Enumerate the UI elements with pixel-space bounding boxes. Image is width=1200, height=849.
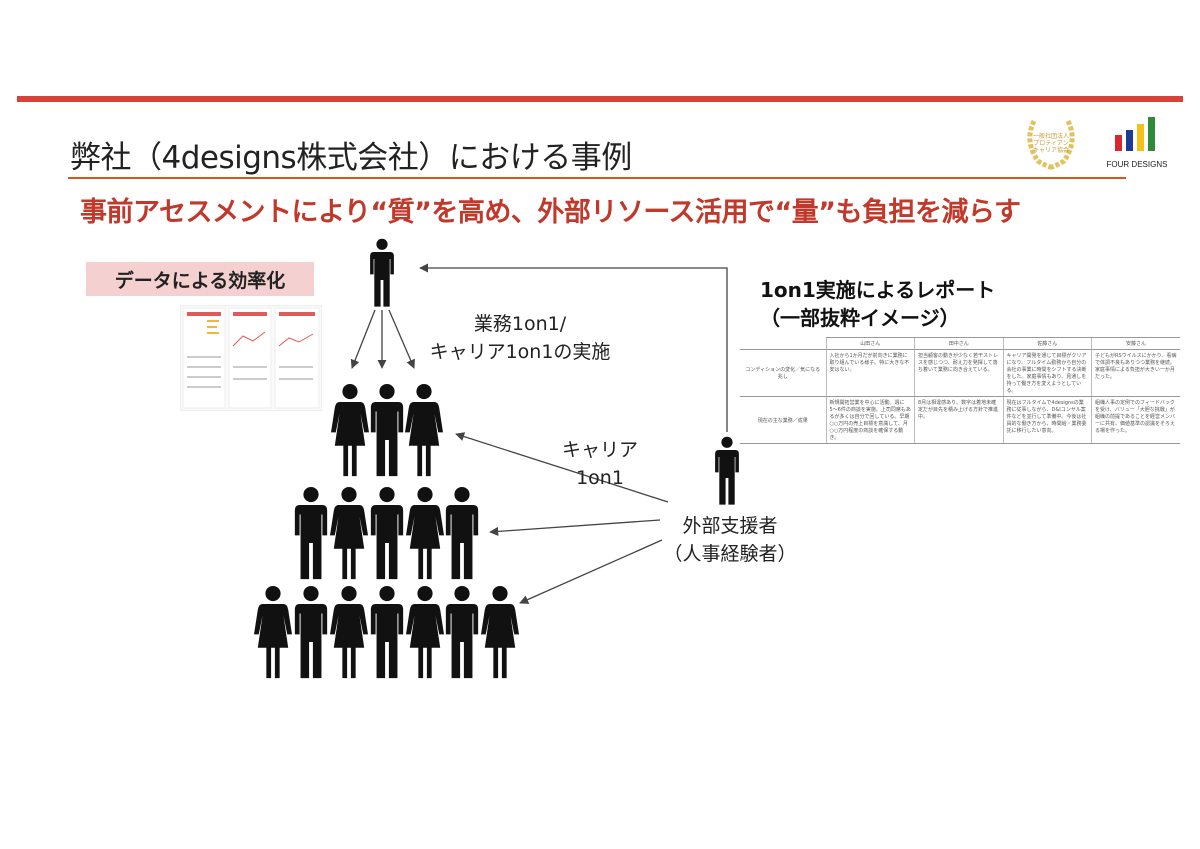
external-supporter-label: 外部支援者 （人事経験者） <box>640 512 820 568</box>
label-line: 外部支援者 <box>682 515 778 537</box>
table-cell: 8月は相違感あり。数字は着地未確定だが目先を積み上げる方針で推進中。 <box>914 396 1003 444</box>
column-header: 佐藤さん <box>1002 337 1092 350</box>
table-row: 現在の主な業務／成果 新規開拓営業を中心に活動。週に5〜6件の商談を実施。上司同… <box>740 396 1180 444</box>
row-label: コンディションの変化／気になる兆し <box>740 349 826 397</box>
team-row-4 <box>254 585 519 679</box>
page-title: 弊社（4designs株式会社）における事例 <box>70 140 632 176</box>
business-1on1-label: 業務1on1/ キャリア1on1の実施 <box>400 310 640 366</box>
report-table: 山田さん 田中さん 佐藤さん 安藤さん コンディションの変化／気になる兆し 入社… <box>740 337 1180 444</box>
protean-career-association-logo-text: 一般社団法人 プロティアン キャリア協会 <box>1033 133 1070 154</box>
four-designs-logo-text: FOUR DESIGNS <box>1107 160 1167 169</box>
row-label: 現在の主な業務／成果 <box>740 396 826 444</box>
report-title-line: 1on1実施によるレポート <box>760 278 996 302</box>
column-header: 山田さん <box>825 337 915 350</box>
column-header: 田中さん <box>914 337 1003 350</box>
table-header-row: 山田さん 田中さん 佐藤さん 安藤さん <box>740 337 1180 350</box>
data-report-thumbnail <box>180 305 322 411</box>
table-row: コンディションの変化／気になる兆し 入社から1か月だが前向きに業務に取り組んでい… <box>740 349 1180 397</box>
report-title-line: （一部抜粋イメージ） <box>760 306 960 330</box>
label-line: 1on1 <box>576 467 624 489</box>
title-underline <box>68 177 1126 179</box>
career-1on1-label: キャリア 1on1 <box>540 436 660 492</box>
external-supporter-figure <box>715 436 739 505</box>
arrows <box>350 263 728 604</box>
table-cell: 新規開拓営業を中心に活動。週に5〜6件の商談を実施。上司同席もあるが多くは自分で… <box>825 396 915 444</box>
report-title: 1on1実施によるレポート （一部抜粋イメージ） <box>760 276 995 332</box>
top-accent-bar <box>17 96 1183 102</box>
four-designs-logo: FOUR DESIGNS <box>1107 117 1167 169</box>
label-line: 業務1on1/ <box>473 313 567 335</box>
label-line: キャリア1on1の実施 <box>429 341 611 363</box>
team-row-2 <box>331 383 443 477</box>
label-line: （人事経験者） <box>663 543 797 565</box>
page-subtitle: 事前アセスメントにより“質”を高め、外部リソース活用で“量”も負担を減らす <box>80 197 1021 228</box>
table-cell: キャリア開発を通じて目標がクリアになり、フルタイム勤務から自分の会社の事業に時間… <box>1002 349 1092 397</box>
label-line: キャリア <box>561 439 638 461</box>
table-cell: 現在はフルタイムで4designsの業務に従事しながら、D&Iコンサル案件などを… <box>1002 396 1092 444</box>
header-empty <box>740 337 826 350</box>
table-cell: 入社から1か月だが前向きに業務に取り組んでいる様子。特に大きな不安はない。 <box>825 349 915 397</box>
table-cell: 組織人事の定例でのフィードバックを受け、バリュー「大胆な挑戦」が組織の前提である… <box>1091 396 1180 444</box>
manager-figure <box>370 238 394 307</box>
column-header: 安藤さん <box>1091 337 1180 350</box>
table-cell: 子どもがRSウイルスにかかり、看病で体調不良もありつつ業務を継続。家庭事情による… <box>1091 349 1180 397</box>
team-row-3 <box>294 486 479 580</box>
protean-career-association-logo <box>1027 119 1075 170</box>
efficiency-badge: データによる効率化 <box>86 262 314 296</box>
table-cell: 担当顧客の動きが少なく若干ストレスを感じつつ、耐え力を発揮して落ち着いて業務に向… <box>914 349 1003 397</box>
